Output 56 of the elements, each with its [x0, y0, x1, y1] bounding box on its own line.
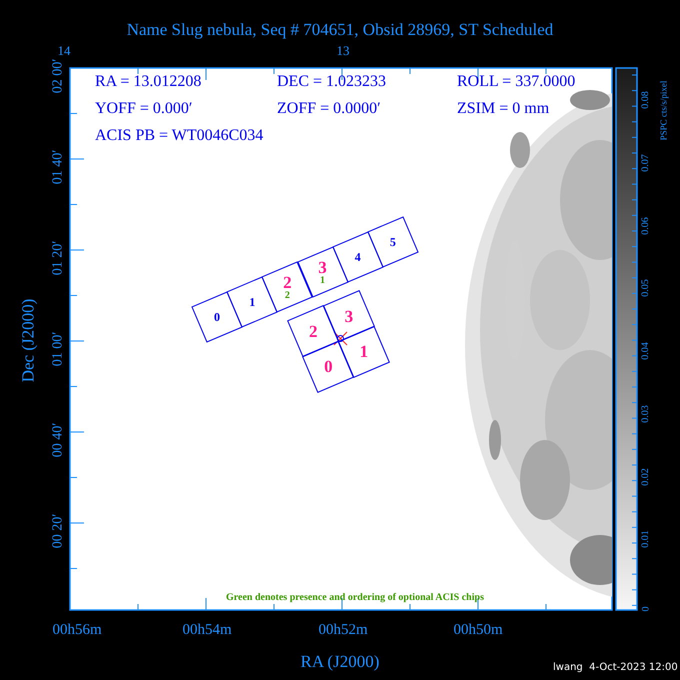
tick-label: 00h54m — [182, 622, 232, 638]
chip-number: 4 — [354, 251, 362, 264]
pointing-value: YOFF = 0.000′ — [95, 101, 192, 117]
tick-label: 00h52m — [318, 622, 368, 638]
pointing-value: RA = 13.012208 — [95, 74, 202, 90]
ccd-chip — [330, 230, 385, 284]
tick-label: 01 00′ — [50, 332, 65, 366]
tick-label: 0.04 — [640, 342, 651, 360]
chip-number: 0 — [323, 358, 334, 376]
tick-label: 0.07 — [640, 154, 651, 172]
ccd-chip — [225, 275, 280, 330]
tick-label: 13 — [336, 44, 350, 56]
tick-label: 14 — [58, 44, 70, 56]
chip-number: 0 — [213, 311, 222, 324]
tick-label: 02 00′ — [50, 58, 65, 94]
colorbar-title: PSPC cts/s/pixel — [659, 80, 668, 140]
chip-number: 1 — [248, 296, 256, 308]
tick-label: 0.08 — [640, 91, 651, 109]
optional-chip-order: 2 — [284, 291, 291, 302]
chart-title: Name Slug nebula, Seq # 704651, Obsid 28969, ST Scheduled — [126, 21, 554, 38]
timestamp: lwang 4-Oct-2023 12:00 — [553, 663, 678, 673]
axis-title: RA (J2000) — [300, 652, 380, 670]
tick-label: 01 20′ — [50, 240, 65, 276]
tick-label: 0.06 — [640, 217, 651, 235]
chip-number: 2 — [282, 274, 293, 292]
chip-number: 3 — [317, 259, 328, 276]
chip-number: 3 — [344, 308, 354, 325]
ccd-chip — [322, 289, 376, 344]
pointing-value: ZOFF = 0.0000′ — [277, 101, 381, 117]
pointing-value: ROLL = 337.0000 — [457, 74, 576, 90]
tick-label: 0.01 — [640, 530, 651, 548]
chip-number: 1 — [358, 343, 370, 360]
tick-label: 0.03 — [640, 405, 651, 423]
ccd-chip — [260, 260, 314, 314]
axis-title: Dec (J2000) — [19, 298, 36, 382]
ccd-chip — [190, 290, 244, 344]
tick-label: 0 — [641, 606, 651, 612]
pointing-value: ACIS PB = WT0046C034 — [95, 128, 264, 144]
optional-chip-order: 1 — [319, 276, 326, 286]
ccd-chip — [301, 340, 356, 394]
tick-label: 0.02 — [640, 468, 651, 486]
ccd-chip — [296, 245, 350, 300]
chip-number: 5 — [388, 236, 397, 248]
footnote: Green denotes presence and ordering of optional ACIS chips — [226, 593, 484, 603]
ccd-chip — [366, 215, 420, 270]
pointing-value: DEC = 1.023233 — [277, 74, 386, 90]
tick-label: 01 40′ — [50, 150, 65, 184]
tick-label: 00h56m — [52, 622, 102, 638]
tick-label: 00 20′ — [50, 514, 65, 548]
tick-label: 00 40′ — [50, 422, 65, 458]
tick-label: 00h50m — [454, 622, 503, 638]
tick-label: 0.05 — [640, 279, 651, 297]
ccd-chip — [286, 304, 340, 358]
ccd-chip — [336, 324, 391, 379]
pointing-value: ZSIM = 0 mm — [457, 101, 550, 117]
chip-number: 2 — [308, 322, 319, 340]
